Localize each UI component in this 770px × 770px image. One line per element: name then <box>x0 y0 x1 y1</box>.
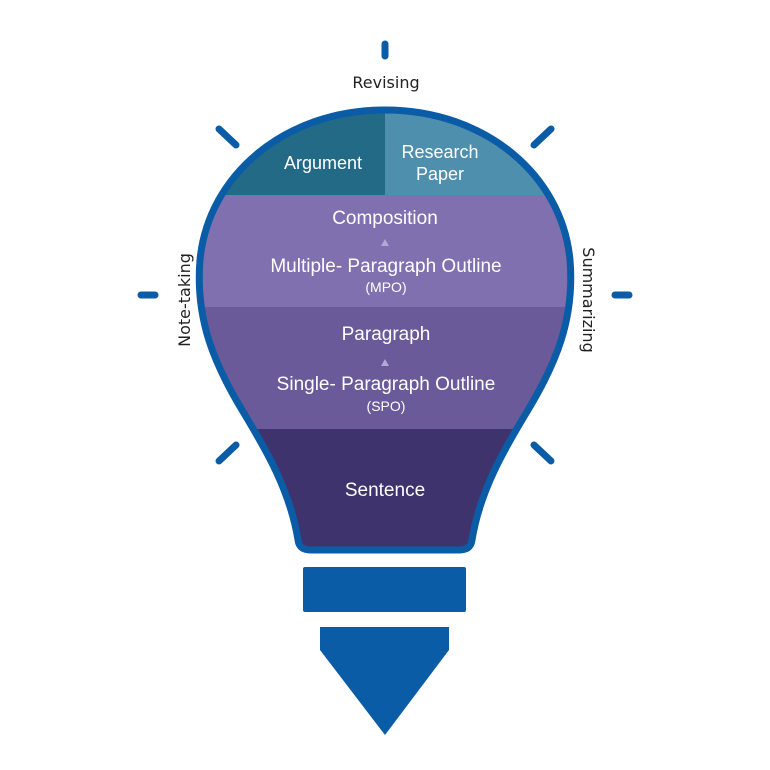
level-research-paper-line1: Research <box>401 142 478 162</box>
level-sentence: Sentence <box>345 480 425 501</box>
ray-bottom-right <box>530 441 555 465</box>
activity-summarizing: Summarizing <box>579 247 598 352</box>
level-spo-abbr: (SPO) <box>367 398 406 414</box>
activity-revising: Revising <box>352 73 419 92</box>
level-research-paper-line2: Paper <box>416 164 464 184</box>
activity-note-taking: Note-taking <box>175 253 194 347</box>
level-argument: Argument <box>284 153 362 173</box>
level-mpo: Multiple- Paragraph Outline <box>270 256 501 277</box>
level-spo: Single- Paragraph Outline <box>277 374 496 395</box>
bulb-base-bar <box>303 567 466 612</box>
band-paragraph <box>199 307 571 429</box>
ray-bottom-left <box>215 441 240 465</box>
level-paragraph: Paragraph <box>342 324 431 345</box>
level-composition: Composition <box>332 208 438 229</box>
level-mpo-abbr: (MPO) <box>365 279 406 295</box>
arrow-up-icon <box>381 359 389 366</box>
band-composition <box>199 195 571 307</box>
light-rays <box>137 40 633 465</box>
arrow-up-icon <box>381 239 389 246</box>
ray-top-right <box>530 125 555 149</box>
bulb-outline <box>195 106 575 554</box>
bulb-base-tip <box>320 627 449 735</box>
ray-top-left <box>215 125 240 149</box>
